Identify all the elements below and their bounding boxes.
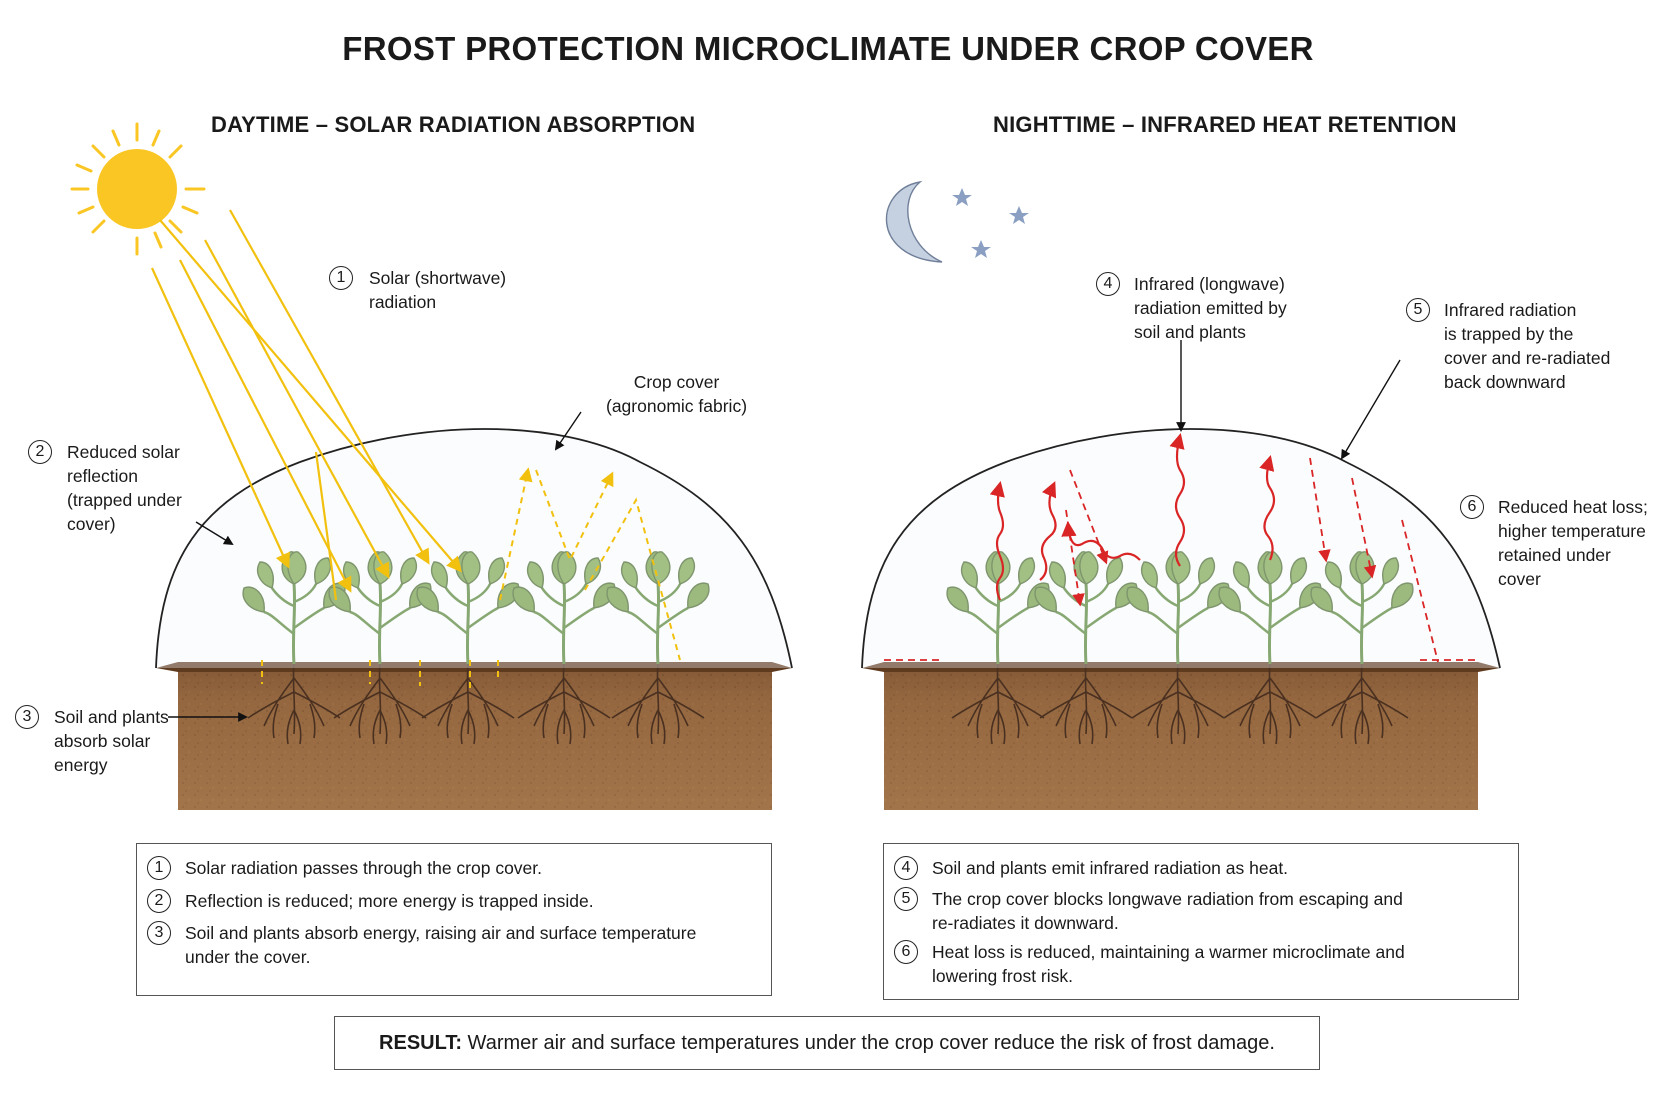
infrared-rays — [989, 433, 1276, 601]
callout-number: 4 — [1096, 272, 1120, 296]
callout-line: back downward — [1444, 372, 1566, 392]
callout-line: Infrared radiation — [1444, 300, 1577, 320]
reradiated-rays — [884, 457, 1476, 663]
night-leader-lines — [1176, 340, 1401, 460]
star-icon — [952, 188, 1029, 258]
callout-line: reflection — [67, 466, 139, 486]
callout-line: cover — [1498, 569, 1541, 589]
step-number: 6 — [894, 940, 918, 964]
page-title: FROST PROTECTION MICROCLIMATE UNDER CROP… — [342, 30, 1314, 67]
step-text: Solar radiation passes through the crop … — [185, 858, 543, 878]
reflected-rays — [261, 467, 681, 690]
night-crop-cover — [861, 428, 1501, 669]
callout-line: higher temperature — [1498, 521, 1646, 541]
solar-rays — [150, 209, 463, 601]
night-soil — [862, 662, 1500, 810]
step-number: 2 — [147, 889, 171, 913]
step-text: Reflection is reduced; more energy is tr… — [185, 891, 594, 911]
sun-icon — [70, 122, 206, 256]
step-number: 1 — [147, 856, 171, 880]
callout-line: Reduced solar — [67, 442, 180, 462]
day-steps-box: 1 Solar radiation passes through the cro… — [136, 843, 772, 996]
callout-line: radiation — [369, 292, 437, 312]
step-text: under the cover. — [185, 947, 311, 967]
moon-icon — [885, 180, 943, 263]
callout-number: 5 — [1406, 298, 1430, 322]
callout-line: Soil and plants — [54, 707, 169, 727]
callout-line: absorb solar — [54, 731, 151, 751]
callout-number: 2 — [28, 440, 52, 464]
callout-number: 6 — [1460, 495, 1484, 519]
callout-line: (trapped under — [67, 490, 182, 510]
callout-line: Infrared (longwave) — [1134, 274, 1285, 294]
day-heading: DAYTIME – SOLAR RADIATION ABSORPTION — [211, 112, 696, 137]
night-heading: NIGHTTIME – INFRARED HEAT RETENTION — [993, 112, 1457, 137]
step-number: 4 — [894, 856, 918, 880]
callout-line: is trapped by the — [1444, 324, 1574, 344]
callout-line: radiation emitted by — [1134, 298, 1287, 318]
callout-line: cover and re-radiated — [1444, 348, 1611, 368]
step-text: Heat loss is reduced, maintaining a warm… — [932, 942, 1405, 962]
result-box: RESULT: Warmer air and surface temperatu… — [334, 1016, 1320, 1070]
callout-line: retained under — [1498, 545, 1611, 565]
result-label: RESULT: — [379, 1032, 462, 1054]
step-text: re-radiates it downward. — [932, 913, 1119, 933]
step-text: Soil and plants emit infrared radiation … — [932, 858, 1289, 878]
callout-line: Crop cover — [633, 372, 720, 392]
step-text: The crop cover blocks longwave radiation… — [932, 889, 1403, 909]
result-text: Warmer air and surface temperatures unde… — [462, 1032, 1275, 1054]
callout-number: 1 — [329, 266, 353, 290]
step-number: 3 — [147, 921, 171, 945]
night-steps-box: 4 Soil and plants emit infrared radiatio… — [883, 843, 1519, 1000]
day-leader-lines — [168, 411, 582, 722]
callout-line: cover) — [67, 514, 116, 534]
step-number: 5 — [894, 887, 918, 911]
callout-line: (agronomic fabric) — [606, 396, 748, 416]
callout-line: Reduced heat loss; — [1498, 497, 1648, 517]
callout-number: 3 — [15, 705, 39, 729]
callout-line: energy — [54, 755, 108, 775]
step-text: Soil and plants absorb energy, raising a… — [185, 923, 697, 943]
step-text: lowering frost risk. — [932, 966, 1074, 986]
callout-line: Solar (shortwave) — [369, 268, 507, 288]
day-crop-cover — [155, 428, 793, 669]
callout-crop-cover: Crop cover (agronomic fabric) — [606, 370, 747, 418]
callout-line: soil and plants — [1134, 322, 1246, 342]
